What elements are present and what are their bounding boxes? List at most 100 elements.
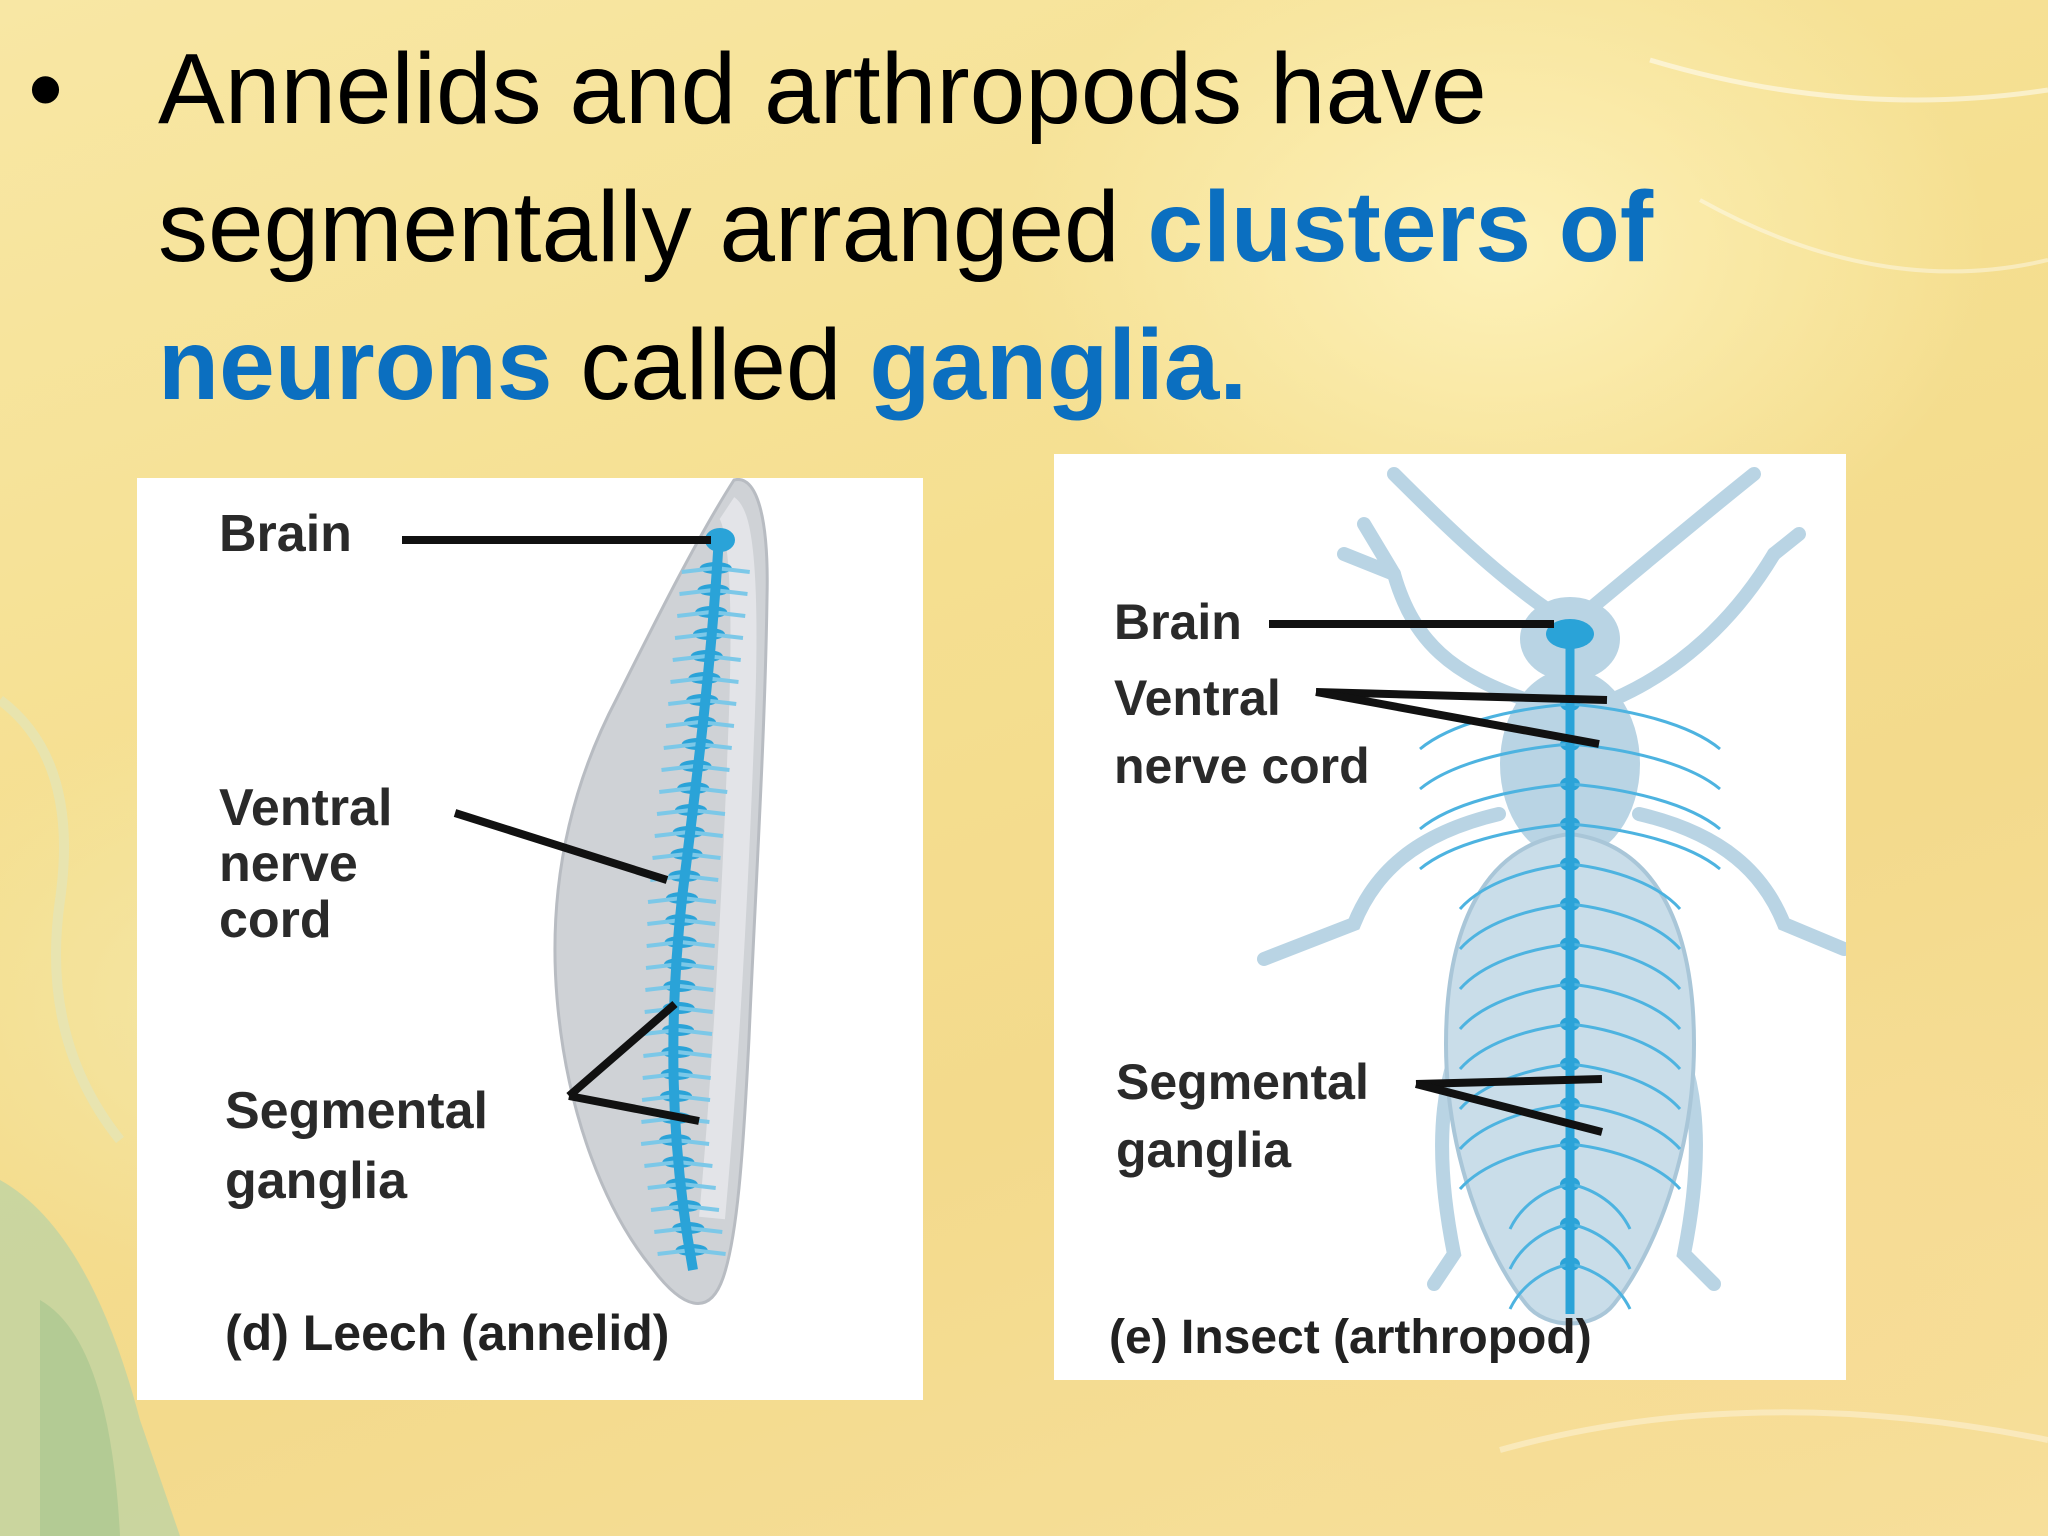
insect-brain: [1546, 619, 1594, 649]
text-line-1: Annelids and arthropods have: [158, 33, 1487, 145]
insect-nerve-branch: [1419, 822, 1571, 871]
leech-nerve-branch: [681, 566, 716, 574]
leech-brain: [705, 528, 735, 552]
insect-label-segmental-line1: Segmental: [1116, 1054, 1369, 1110]
insect-nerve-branch: [1458, 1142, 1571, 1190]
text-called: called: [552, 309, 870, 421]
leech-nerve-branch: [668, 698, 703, 706]
insect-label-segmental-ganglia: Segmental ganglia: [1116, 1048, 1369, 1184]
leech-nerve-branch: [676, 610, 712, 618]
leech-nerve-branch: [684, 1204, 720, 1212]
insect-leg-middle-right: [1632, 807, 1846, 956]
leech-nerve-cord: [668, 535, 724, 1271]
insect-nerve-branch: [1569, 1102, 1682, 1150]
insect-antenna-left: [1387, 467, 1561, 621]
leech-nerve-branch: [679, 984, 714, 992]
leech-nerve-branch: [644, 1160, 679, 1168]
insect-nerve-branch: [1508, 1182, 1571, 1230]
insect-ventral-pointer-2: [1315, 688, 1600, 748]
insect-nerve-branch: [1458, 942, 1571, 990]
insect-caption: (e) Insect (arthropod): [1109, 1311, 1592, 1364]
leech-nerve-branch: [670, 676, 705, 684]
insect-nerve-branch: [1569, 1142, 1682, 1190]
insect-leg-front-left: [1357, 517, 1531, 706]
insect-nerve-branch: [1508, 1262, 1571, 1310]
text-line-2: segmentally arranged clusters of: [158, 158, 1978, 296]
highlight-ganglia: ganglia.: [869, 309, 1248, 421]
leech-nerve-branch: [672, 654, 707, 662]
insect-nerve-branch: [1569, 822, 1721, 871]
leech-label-segmental-line2: ganglia: [225, 1152, 408, 1210]
insect-nerve-branch: [1569, 782, 1721, 831]
leech-nerve-branch: [640, 1138, 676, 1146]
insect-ventral-pointer-1: [1315, 688, 1608, 704]
leech-nerve-branch: [684, 874, 719, 882]
leech-nerve-branch: [688, 1226, 723, 1234]
leech-label-brain: Brain: [219, 505, 352, 563]
leech-nerve-branch: [675, 1094, 711, 1102]
insect-nerve-branch: [1458, 1022, 1571, 1070]
insect-nerve-branch: [1419, 782, 1571, 831]
leech-nerve-branch: [681, 918, 716, 926]
leech-label-ventral-line3: cord: [219, 891, 332, 949]
highlight-neurons: neurons: [158, 309, 553, 421]
insect-label-ventral-nerve-cord: Ventral nerve cord: [1114, 664, 1370, 800]
leech-nerve-branch: [647, 896, 683, 904]
insect-label-ventral-line1: Ventral: [1114, 670, 1281, 726]
leech-nerve-branch: [677, 1028, 713, 1036]
insect-segmental-pointer-1: [1415, 1075, 1603, 1088]
leech-nerve-branch: [674, 632, 710, 640]
leech-nerve-branch: [679, 962, 715, 970]
leech-nerve-branch: [679, 588, 714, 596]
leech-nerve-branch: [659, 786, 694, 794]
text-line-3: neurons called ganglia.: [158, 296, 1978, 434]
insect-nerve-branch: [1458, 902, 1571, 950]
insect-leg-middle-left: [1257, 807, 1506, 966]
leech-label-ventral-line1: Ventral: [219, 779, 393, 837]
insect-nerve-branch: [1458, 1102, 1571, 1150]
insect-nerve-branch: [1569, 982, 1682, 1030]
insect-label-brain: Brain: [1114, 594, 1242, 650]
insect-nerve-branch: [1569, 1182, 1632, 1230]
leech-nerve-branch: [677, 1050, 712, 1058]
insect-label-ventral-line2: nerve cord: [1114, 738, 1370, 794]
highlight-clusters-of: clusters of: [1147, 171, 1654, 283]
leech-label-ventral-line2: nerve: [219, 835, 358, 893]
leech-nerve-branch: [680, 940, 715, 948]
leech-nerve-branch: [681, 1182, 716, 1190]
leech-nerve-branch: [656, 808, 692, 816]
leech-label-segmental-line1: Segmental: [225, 1082, 488, 1140]
insect-antenna-right: [1577, 467, 1761, 621]
insect-nerve-branch: [1569, 1222, 1632, 1270]
text-segmentally-arranged: segmentally arranged: [158, 171, 1148, 283]
insect-nerve-branch: [1569, 942, 1682, 990]
insect-nerve-branch: [1569, 1062, 1682, 1110]
leech-diagram-panel: Brain Ventral nerve cord Segmental gangl…: [137, 478, 923, 1400]
insect-nerve-branch: [1569, 1022, 1682, 1070]
leech-nerve-branch: [652, 852, 687, 860]
leech-label-ventral-nerve-cord: Ventral nerve cord: [219, 780, 392, 948]
insect-nerve-branch: [1569, 702, 1721, 751]
leech-nerve-branch: [678, 1160, 713, 1168]
insect-diagram-panel: Brain Ventral nerve cord Segmental gangl…: [1054, 454, 1846, 1380]
insect-label-segmental-line2: ganglia: [1116, 1122, 1292, 1178]
leech-nerve-branch: [665, 720, 701, 728]
leech-nerve-branch: [654, 830, 689, 838]
insect-nerve-branch: [1458, 862, 1571, 910]
leech-caption: (d) Leech (annelid): [225, 1305, 670, 1361]
insect-nerve-branch: [1458, 982, 1571, 1030]
leech-nerve-branch: [676, 1072, 711, 1080]
bullet-marker: •: [28, 33, 64, 145]
insect-nerve-branch: [1419, 742, 1571, 791]
leech-label-segmental-ganglia: Segmental ganglia: [225, 1076, 488, 1216]
leech-nerve-branch: [678, 1006, 713, 1014]
insect-nerve-branch: [1569, 1262, 1632, 1310]
leech-illustration: [402, 478, 769, 1305]
insect-nerve-branch: [1508, 1222, 1571, 1270]
leech-ventral-pointer: [453, 809, 669, 884]
insect-nerve-branch: [1569, 862, 1682, 910]
leech-nerve-branch: [691, 1248, 726, 1256]
insect-leg-front-right: [1607, 547, 1781, 706]
insect-illustration: [1257, 467, 1846, 1326]
leech-nerve-branch: [661, 764, 696, 772]
